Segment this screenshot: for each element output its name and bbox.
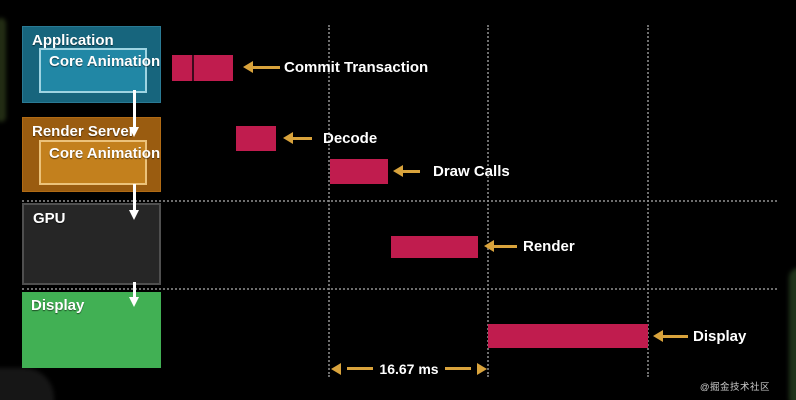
stage-label-render-server: Render Server bbox=[32, 123, 135, 140]
core-animation-box-application: Core Animation bbox=[39, 48, 161, 93]
frame-interval-measure: 16.67 ms bbox=[331, 360, 488, 377]
annotation-display: Display bbox=[693, 328, 747, 345]
frame-interval-label: 16.67 ms bbox=[379, 360, 439, 377]
core-animation-box-render-server: Core Animation bbox=[39, 140, 161, 185]
background-artifact-bottom-right bbox=[789, 268, 796, 400]
measure-shaft bbox=[347, 367, 374, 370]
timeline-bar-render bbox=[391, 236, 478, 258]
flow-arrow-app-to-server-icon bbox=[129, 90, 139, 137]
stage-label-gpu: GPU bbox=[33, 210, 66, 227]
stage-label-display: Display bbox=[31, 297, 85, 314]
core-animation-label: Core Animation bbox=[49, 53, 161, 70]
annotation-arrow-icon bbox=[484, 240, 517, 252]
annotation-decode: Decode bbox=[323, 130, 378, 147]
annotation-commit-transaction: Commit Transaction bbox=[284, 59, 429, 76]
background-artifact-top-left bbox=[0, 18, 6, 122]
measure-shaft bbox=[444, 367, 472, 370]
annotation-arrow-icon bbox=[243, 61, 280, 73]
row-divider-display bbox=[22, 288, 777, 290]
timeline-bar-display bbox=[488, 324, 648, 348]
flow-arrow-gpu-to-display-icon bbox=[129, 282, 139, 307]
stage-box-display: Display bbox=[22, 292, 161, 368]
core-animation-label: Core Animation bbox=[49, 145, 161, 162]
annotation-arrow-icon bbox=[283, 132, 312, 144]
background-artifact-bottom-left bbox=[0, 368, 54, 400]
annotation-render: Render bbox=[523, 238, 575, 255]
measure-arrowhead-right-icon bbox=[477, 362, 488, 375]
measure-arrowhead-left-icon bbox=[331, 362, 341, 375]
annotation-arrow-icon bbox=[393, 165, 420, 177]
row-divider-gpu bbox=[22, 200, 777, 202]
stage-box-application: Application Core Animation bbox=[22, 26, 161, 103]
timeline-bar-decode bbox=[236, 126, 276, 151]
stage-box-gpu: GPU bbox=[22, 203, 161, 285]
annotation-arrow-icon bbox=[653, 330, 688, 342]
watermark: @掘金技术社区 bbox=[699, 382, 770, 393]
stage-box-render-server: Render Server Core Animation bbox=[22, 117, 161, 192]
timeline-bar-draw-calls bbox=[330, 159, 388, 184]
bar-segment-divider bbox=[192, 55, 194, 81]
annotation-draw-calls: Draw Calls bbox=[433, 163, 510, 180]
stage-label-application: Application bbox=[32, 32, 114, 49]
flow-arrow-server-to-gpu-icon bbox=[129, 184, 139, 220]
timeline-bar-commit-transaction bbox=[172, 55, 233, 81]
